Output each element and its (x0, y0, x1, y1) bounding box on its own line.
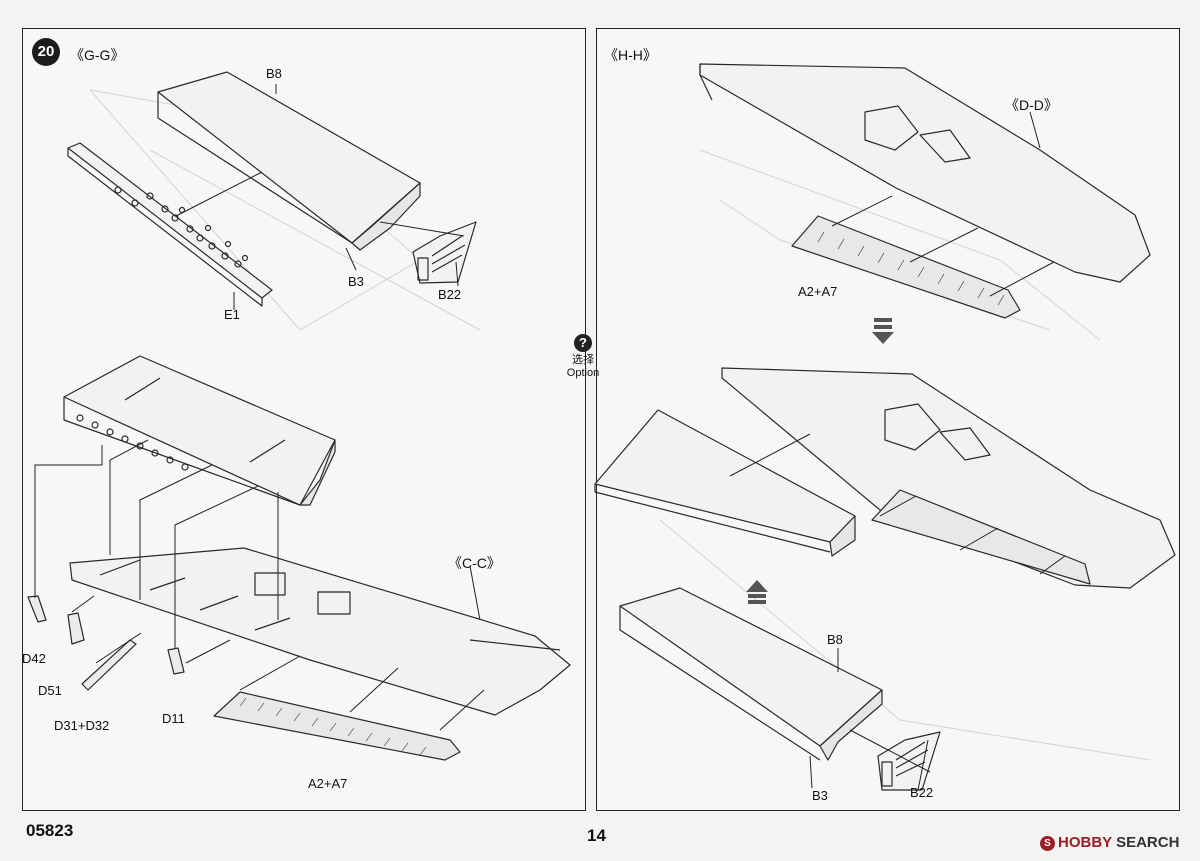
part-label-b3: B3 (348, 274, 364, 289)
question-icon: ? (574, 334, 592, 352)
section-c-c: 《C-C》 (448, 555, 501, 571)
watermark-brand: HOBBY (1058, 834, 1112, 851)
option-label-en: Option (566, 367, 600, 379)
part-d31-d32 (81, 639, 137, 691)
up-arrow-icon (746, 580, 768, 604)
removed-panel (594, 409, 856, 557)
part-d42 (27, 595, 47, 623)
section-h-h: 《H-H》 (604, 47, 657, 63)
part-label-d11: D11 (162, 711, 185, 726)
option-label-cn: 选择 (572, 354, 594, 366)
part-label-e1: E1 (224, 307, 240, 322)
part-label-a2-a7: A2+A7 (308, 776, 348, 791)
part-d11 (167, 647, 185, 675)
part-label-d51: D51 (38, 683, 62, 698)
wing-top-panel-left (63, 355, 336, 506)
section-g-g: 《G-G》 (70, 47, 125, 63)
part-label-b8: B8 (266, 66, 282, 81)
wing-lower-structure-left (69, 547, 571, 716)
part-a2-a7-right (791, 215, 1021, 319)
part-b8-right (619, 587, 883, 761)
down-arrow-icon (872, 318, 894, 344)
part-b22-left (412, 221, 477, 284)
part-label-b22: B22 (438, 287, 462, 302)
part-label-b3-right: B3 (812, 788, 828, 803)
step-number-badge: 20 (32, 38, 60, 66)
part-label-a2-a7-right: A2+A7 (798, 284, 838, 299)
wing-d-d-top (699, 63, 1151, 283)
part-label-b22-right: B22 (910, 785, 934, 800)
watermark-logo-icon: S (1040, 836, 1055, 851)
option-marker: ? 选择 Option (562, 334, 604, 380)
kit-code: 05823 (26, 821, 74, 840)
part-label-d31-d32: D31+D32 (54, 718, 110, 733)
page-number: 14 (587, 826, 606, 845)
wing-assembled (721, 367, 1176, 589)
part-label-b8-right: B8 (827, 632, 843, 647)
section-d-d: 《D-D》 (1005, 97, 1058, 113)
part-e1 (67, 142, 273, 307)
part-d51 (67, 612, 85, 645)
part-b8-left (157, 71, 421, 251)
part-a2-a7-left (213, 691, 461, 761)
part-label-d42: D42 (22, 651, 46, 666)
watermark-suffix: SEARCH (1116, 834, 1180, 851)
